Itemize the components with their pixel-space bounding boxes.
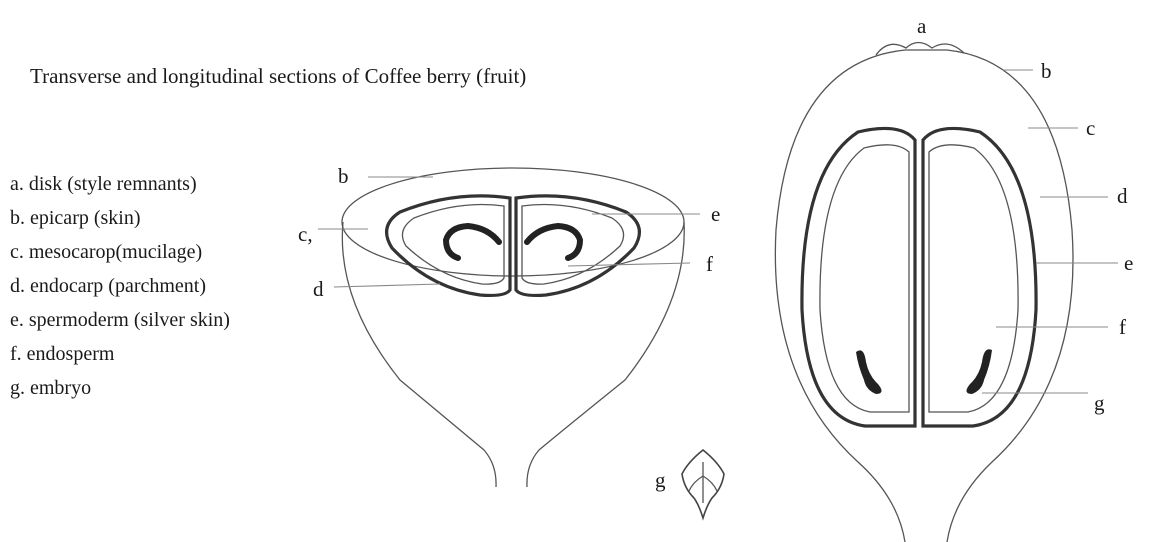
longitudinal-label-f: f	[1119, 315, 1126, 339]
longitudinal-label-e: e	[1124, 251, 1133, 275]
longitudinal-section: a b c d e f g	[775, 14, 1133, 542]
transverse-label-c: c,	[298, 222, 313, 246]
longitudinal-embryo-left	[856, 350, 882, 394]
transverse-label-f: f	[706, 252, 713, 276]
longitudinal-embryo-right	[966, 349, 992, 394]
longitudinal-label-c: c	[1086, 116, 1095, 140]
transverse-embryo-right	[527, 226, 580, 258]
transverse-top-surface	[342, 168, 684, 276]
transverse-label-e: e	[711, 202, 720, 226]
longitudinal-label-b: b	[1041, 59, 1052, 83]
embryo-detail: g	[655, 450, 724, 518]
longitudinal-label-a: a	[917, 14, 927, 38]
longitudinal-endocarp-left	[802, 128, 915, 426]
transverse-leader-f	[568, 263, 690, 266]
longitudinal-spermoderm-right	[929, 145, 1018, 412]
transverse-embryo-left	[446, 226, 499, 258]
longitudinal-label-g: g	[1094, 391, 1105, 415]
transverse-berry-body	[342, 222, 684, 487]
embryo-label-g: g	[655, 468, 666, 492]
transverse-leader-d	[334, 284, 440, 287]
transverse-label-b: b	[338, 164, 349, 188]
transverse-label-d: d	[313, 277, 324, 301]
transverse-section: b c, d e f	[298, 164, 720, 487]
longitudinal-label-d: d	[1117, 184, 1128, 208]
